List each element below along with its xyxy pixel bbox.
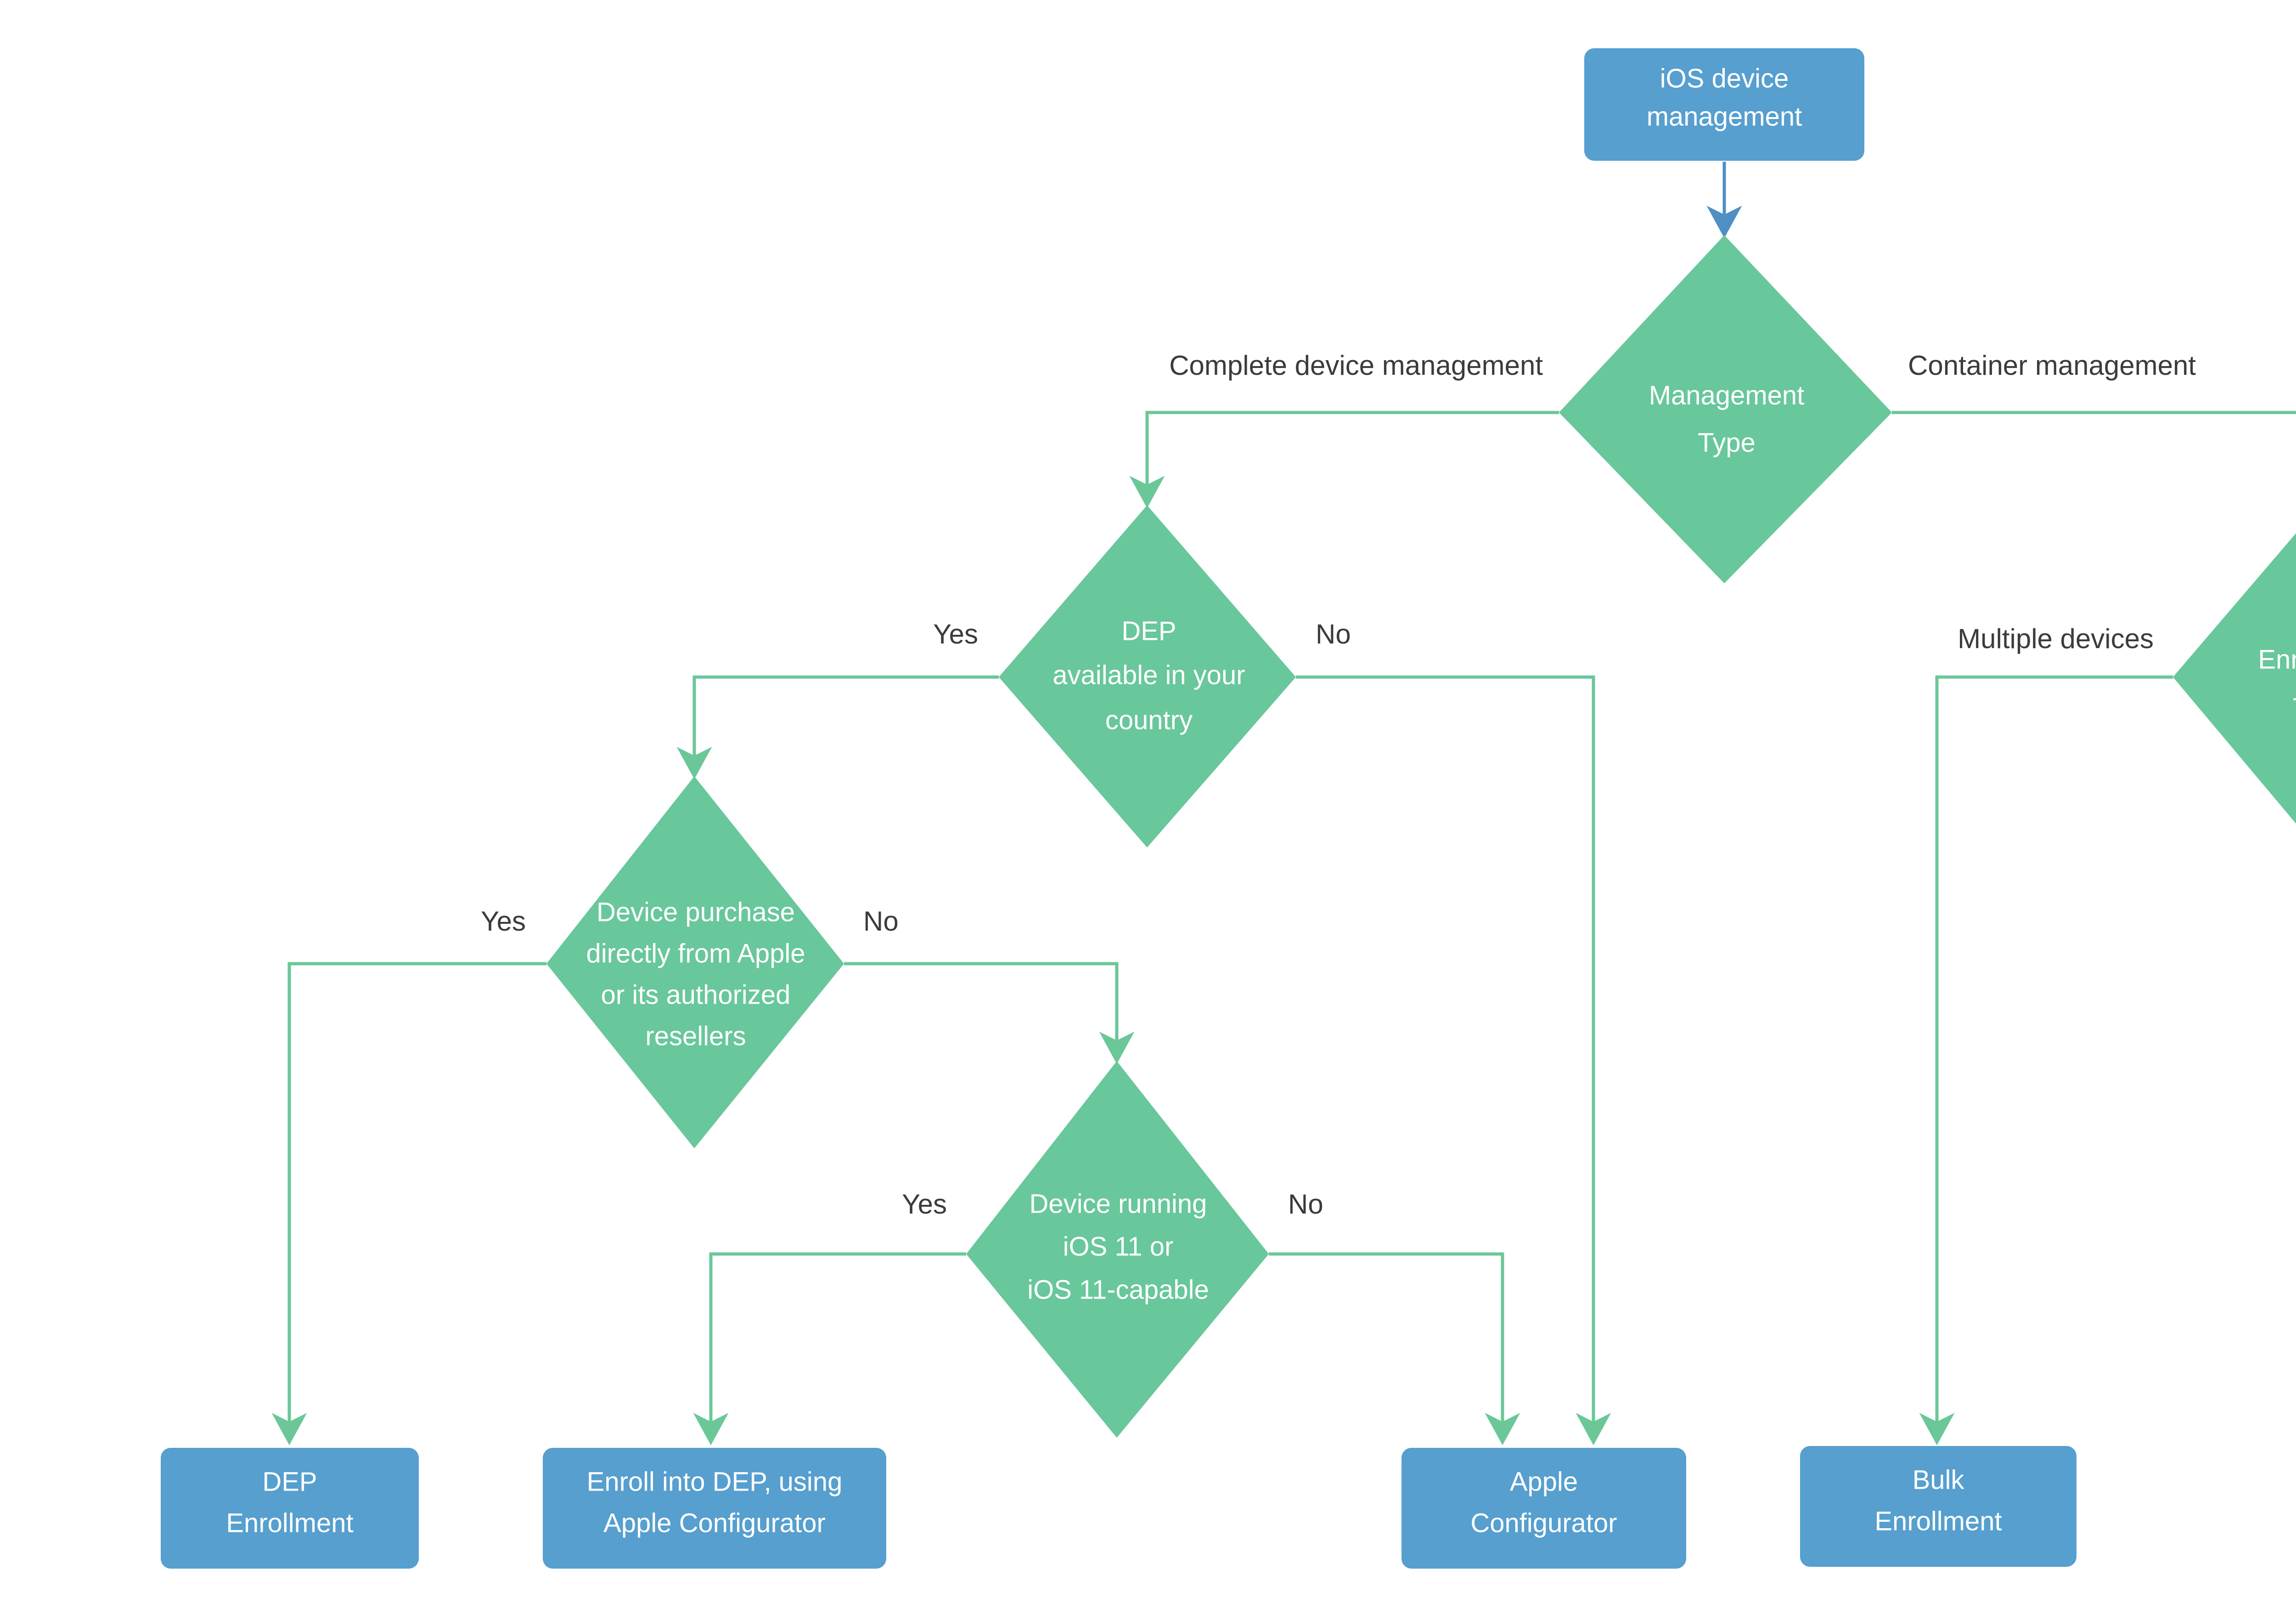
edge-ios11-no-to-appleconfig	[1269, 1252, 1520, 1446]
edge-label-ios11-no: No	[1288, 1189, 1323, 1220]
node-enroll-into-dep-shape[interactable]	[543, 1448, 886, 1569]
edge-ios11-yes-to-enrollac	[693, 1252, 966, 1446]
edge-label-container-management: Container management	[1908, 350, 2196, 381]
node-bulk-enrollment-shape[interactable]	[1800, 1446, 2077, 1567]
node-apple-configurator-line2: Configurator	[1470, 1508, 1617, 1538]
node-start-line2: management	[1647, 102, 1802, 131]
node-device-ios11-line3: iOS 11-capable	[1027, 1275, 1209, 1305]
node-dep-enrollment[interactable]: DEP Enrollment	[161, 1448, 419, 1569]
node-dep-enrollment-line2: Enrollment	[226, 1508, 353, 1538]
edge-label-dep-yes: Yes	[933, 619, 978, 650]
node-device-ios11-line2: iOS 11 or	[1063, 1231, 1174, 1261]
edge-label-ios11-yes: Yes	[902, 1189, 947, 1220]
node-enroll-into-dep-line2: Apple Configurator	[603, 1508, 826, 1538]
node-management-type-line1: Management	[1649, 380, 1805, 410]
edge-label-multiple-devices: Multiple devices	[1958, 623, 2154, 654]
connectors	[271, 162, 2296, 1446]
node-bulk-enrollment-line2: Enrollment	[1874, 1506, 2002, 1536]
node-enrollment-type-line2: Type	[2293, 693, 2296, 723]
edge-dep-yes-to-purchase	[676, 675, 999, 779]
edge-mgmt-to-dep	[1129, 411, 1559, 508]
node-device-purchase-line4: resellers	[645, 1021, 746, 1051]
node-apple-configurator-shape[interactable]	[1401, 1448, 1686, 1569]
node-bulk-enrollment[interactable]: Bulk Enrollment	[1800, 1446, 2077, 1567]
edge-label-purchase-yes: Yes	[481, 906, 526, 937]
node-management-type[interactable]: Management Type	[1559, 235, 1892, 583]
edge-purchase-yes-to-depenroll	[271, 962, 546, 1446]
node-device-ios11-line1: Device running	[1030, 1189, 1207, 1219]
node-start[interactable]: iOS device management	[1584, 48, 1864, 161]
node-apple-configurator[interactable]: Apple Configurator	[1401, 1448, 1686, 1569]
node-dep-available-line1: DEP	[1121, 616, 1176, 646]
edge-enrolltype-to-bulk	[1919, 675, 2173, 1446]
node-enrollment-type-shape[interactable]	[2173, 505, 2296, 852]
node-dep-available-line2: available in your	[1052, 660, 1245, 690]
edge-mgmt-to-enrolltype	[1892, 411, 2296, 414]
node-enrollment-type-line1: Enrollment	[2258, 644, 2296, 674]
node-device-purchase-line3: or its authorized	[601, 980, 791, 1010]
node-start-line1: iOS device	[1660, 63, 1789, 93]
node-dep-available[interactable]: DEP available in your country	[999, 505, 1296, 847]
node-bulk-enrollment-line1: Bulk	[1913, 1465, 1965, 1495]
edge-label-dep-no: No	[1316, 619, 1351, 650]
edge-label-purchase-no: No	[863, 906, 899, 937]
node-device-purchase-line1: Device purchase	[597, 897, 795, 927]
node-device-purchase-shape[interactable]	[546, 776, 844, 1148]
edge-dep-no-to-appleconfig	[1296, 675, 1611, 1446]
node-dep-enrollment-line1: DEP	[262, 1467, 317, 1497]
node-enroll-into-dep[interactable]: Enroll into DEP, using Apple Configurato…	[543, 1448, 886, 1569]
node-dep-available-shape[interactable]	[999, 505, 1296, 847]
node-enrollment-type[interactable]: Enrollment Type	[2173, 505, 2296, 852]
node-device-ios11-shape[interactable]	[966, 1061, 1269, 1438]
node-apple-configurator-line1: Apple	[1510, 1467, 1578, 1497]
node-device-ios11[interactable]: Device running iOS 11 or iOS 11-capable	[966, 1061, 1269, 1438]
edge-purchase-no-to-ios11	[844, 962, 1135, 1064]
node-enroll-into-dep-line1: Enroll into DEP, using	[587, 1467, 843, 1497]
edge-labels: Complete device management Container man…	[481, 350, 2196, 1220]
node-management-type-line2: Type	[1698, 428, 1756, 457]
node-dep-enrollment-shape[interactable]	[161, 1448, 419, 1569]
node-device-purchase[interactable]: Device purchase directly from Apple or i…	[546, 776, 844, 1148]
node-device-purchase-line2: directly from Apple	[586, 938, 805, 968]
edge-label-complete-device-management: Complete device management	[1169, 350, 1543, 381]
node-start-shape[interactable]	[1584, 48, 1864, 161]
node-dep-available-line3: country	[1105, 705, 1193, 735]
node-management-type-shape[interactable]	[1559, 235, 1892, 583]
